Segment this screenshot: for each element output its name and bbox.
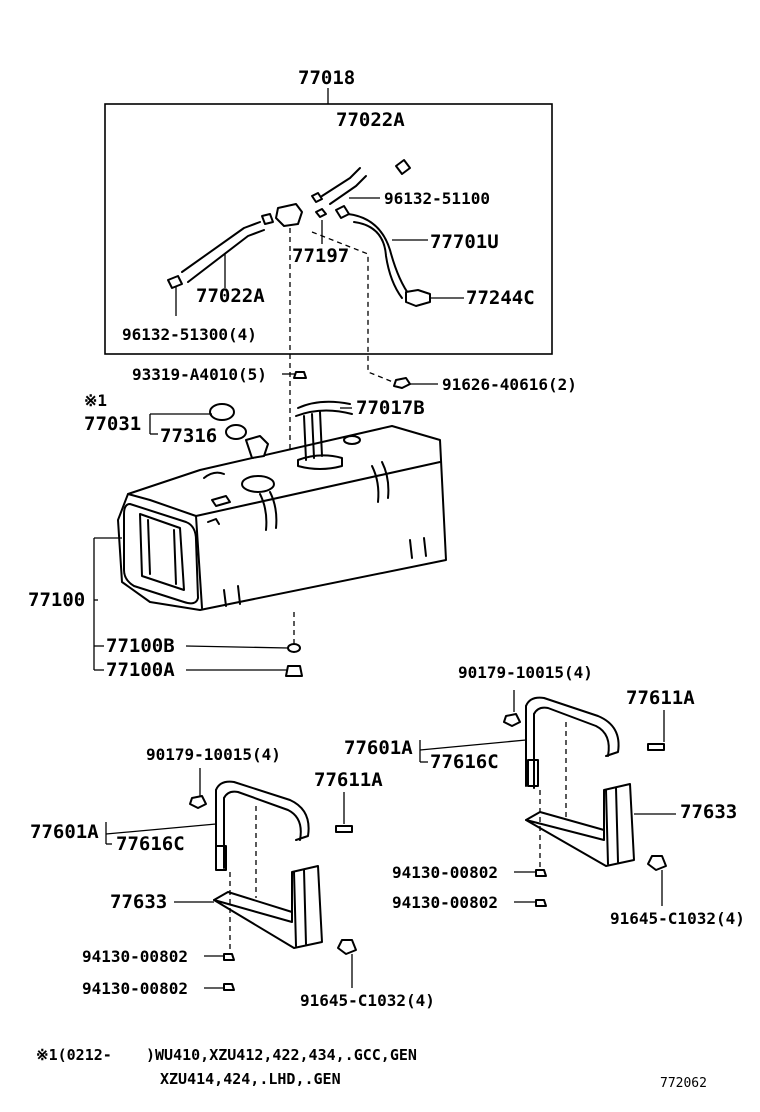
label-77616c-right: 77616C [430, 751, 499, 773]
label-77616c-left: 77616C [116, 833, 185, 855]
washer-94130-r2 [535, 899, 547, 907]
hose-assembly-group [104, 88, 553, 460]
footnote-mark: ※1(0212- [36, 1046, 112, 1064]
bolt-91645-right [647, 855, 667, 871]
label-94130-00802-left-1: 94130-00802 [82, 947, 188, 966]
clamp-96132-51100 [335, 205, 350, 219]
hose-77022a-lower [181, 221, 261, 273]
hose-assembly-frame [104, 103, 553, 355]
label-94130-00802-left-2: 94130-00802 [82, 979, 188, 998]
label-77017b: 77017B [356, 397, 425, 419]
filler-neck [245, 435, 269, 459]
label-ref-mark-1: ※1 [84, 391, 107, 410]
label-91645-c1032-left: 91645-C1032(4) [300, 991, 435, 1010]
label-77022a-top: 77022A [336, 109, 405, 131]
washer-94130-r1 [535, 869, 547, 877]
clamp-77197 [315, 208, 327, 218]
label-77100b: 77100B [106, 635, 175, 657]
label-77031: 77031 [84, 413, 141, 435]
bolt-77611a-left [335, 825, 353, 833]
label-91626-40616: 91626-40616(2) [442, 375, 577, 394]
hose-77022a-upper [321, 167, 361, 197]
fuel-sender-unit [295, 400, 361, 470]
label-96132-51100: 96132-51100 [384, 189, 490, 208]
nut-90179-left [189, 795, 207, 809]
tank-body [117, 425, 447, 611]
grommet-77031 [209, 403, 235, 421]
label-77018: 77018 [298, 67, 355, 89]
label-77611a-left: 77611A [314, 769, 383, 791]
label-77633-left: 77633 [110, 891, 167, 913]
label-77100a: 77100A [106, 659, 175, 681]
label-96132-51300: 96132-51300(4) [122, 325, 257, 344]
label-77197: 77197 [292, 245, 349, 267]
figure-code: 772062 [660, 1076, 707, 1091]
label-77100: 77100 [28, 589, 85, 611]
screw-93319 [293, 371, 307, 379]
label-77633-right: 77633 [680, 801, 737, 823]
hose-77244c [405, 289, 431, 307]
label-94130-00802-right-2: 94130-00802 [392, 893, 498, 912]
label-77601a-right: 77601A [344, 737, 413, 759]
tank-gauge-opening [241, 475, 275, 493]
clamp-upper [395, 159, 411, 175]
washer-94130-l2 [223, 983, 235, 991]
tank-end-panel [123, 503, 199, 605]
band-77601a-left [215, 780, 310, 841]
band-77601a-right [525, 696, 620, 757]
label-77022a-bottom: 77022A [196, 285, 265, 307]
hose-77701u [347, 213, 411, 297]
washer-94130-l1 [223, 953, 235, 961]
footnote-line-2: XZU414,424,.LHD,.GEN [160, 1070, 341, 1088]
label-91645-c1032-right: 91645-C1032(4) [610, 909, 745, 928]
drain-gasket-77100b [287, 643, 301, 653]
fuel-tank [93, 371, 447, 677]
label-77244c: 77244C [466, 287, 535, 309]
label-90179-10015-left: 90179-10015(4) [146, 745, 281, 764]
drain-plug-77100a [285, 665, 303, 677]
tank-band-set-left [105, 768, 357, 991]
hose-connector [275, 203, 303, 227]
label-94130-00802-right-1: 94130-00802 [392, 863, 498, 882]
footnote-line-1: )WU410,XZU412,422,434,.GCC,GEN [146, 1046, 417, 1064]
label-77611a-right: 77611A [626, 687, 695, 709]
clamp-lower-left [167, 275, 183, 289]
tank-band-set-right [419, 690, 676, 907]
label-90179-10015-right: 90179-10015(4) [458, 663, 593, 682]
label-93319-a4010: 93319-A4010(5) [132, 365, 267, 384]
nut-90179-right [503, 713, 521, 727]
nut-91626 [393, 377, 411, 389]
bolt-77611a-right [647, 743, 665, 751]
grommet-77316 [225, 424, 247, 440]
label-77316: 77316 [160, 425, 217, 447]
label-77601a-left: 77601A [30, 821, 99, 843]
bolt-91645-left [337, 939, 357, 955]
label-77701u: 77701U [430, 231, 499, 253]
